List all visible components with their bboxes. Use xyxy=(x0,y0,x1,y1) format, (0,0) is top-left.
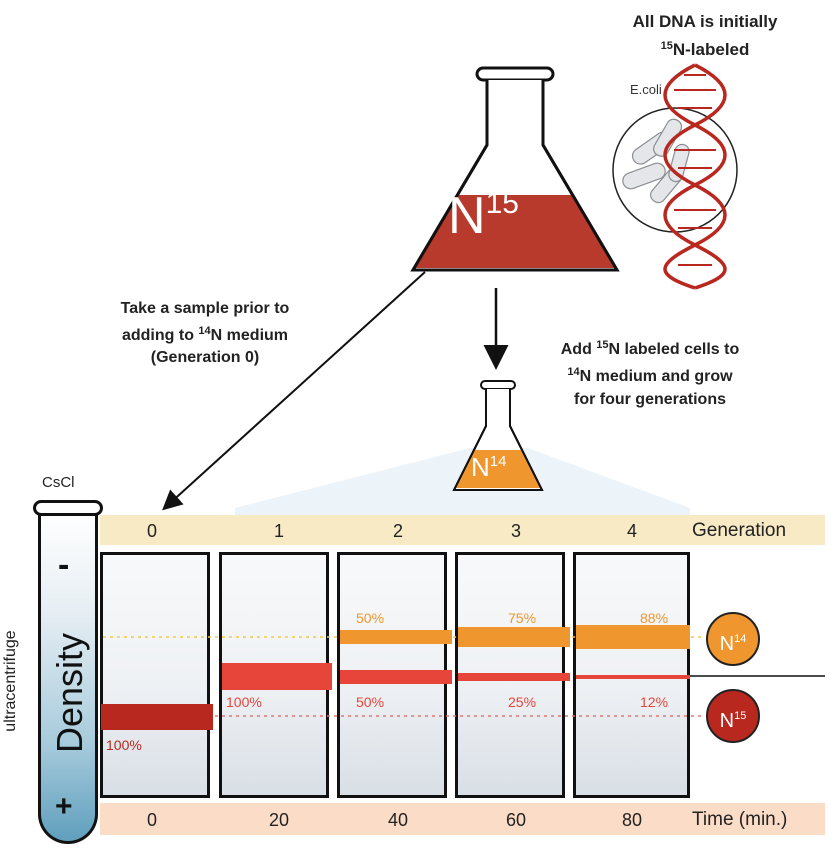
cscl-tube-lip xyxy=(33,500,103,516)
generation-1: 1 xyxy=(273,521,284,541)
cscl-tube xyxy=(38,514,98,844)
time-40: 40 xyxy=(387,810,409,830)
time-60: 60 xyxy=(505,810,527,830)
ecoli-label: E.coli xyxy=(630,82,662,97)
n14-flask-icon xyxy=(452,380,544,491)
density-label: Density xyxy=(49,632,90,754)
band-gen4-n14 xyxy=(576,625,690,649)
pct-gen3-n14: 75% xyxy=(508,610,537,626)
pct-gen2-hybrid: 50% xyxy=(356,694,385,710)
generation-strip xyxy=(100,515,825,545)
pct-gen3-hybrid: 25% xyxy=(508,694,537,710)
generation-3: 3 xyxy=(510,521,521,541)
plus-sign: + xyxy=(55,790,73,823)
ultracentrifuge-label: ultracentrifuge xyxy=(2,630,19,732)
n15-flask-icon xyxy=(410,66,620,272)
cscl-label: CsCl xyxy=(42,474,75,491)
tube-generation-0 xyxy=(100,552,210,798)
band-gen0-n15 xyxy=(101,704,213,730)
legend-n15-badge: N15 xyxy=(706,689,760,743)
legend-n14-badge: N14 xyxy=(706,612,760,666)
ecoli-dna-illustration xyxy=(612,63,738,290)
generation-2: 2 xyxy=(392,521,403,541)
time-80: 80 xyxy=(621,810,643,830)
generation-0: 0 xyxy=(146,521,157,541)
generation-label: Generation xyxy=(692,520,787,541)
band-gen3-n14 xyxy=(458,627,570,647)
time-0: 0 xyxy=(146,810,157,830)
header-text: All DNA is initially 15N-labeled xyxy=(575,10,835,62)
time-label: Time (min.) xyxy=(692,809,788,830)
right-note: Add 15N labeled cells to 14N medium and … xyxy=(560,339,740,408)
minus-sign: - xyxy=(58,546,70,584)
time-20: 20 xyxy=(268,810,290,830)
band-gen3-hybrid xyxy=(458,673,570,681)
band-gen2-n14 xyxy=(340,630,452,644)
pct-gen2-n14: 50% xyxy=(356,610,385,626)
n14-flask-label: N14 xyxy=(471,452,507,482)
header-line-1: All DNA is initially xyxy=(632,12,778,31)
band-gen4-hybrid xyxy=(576,675,690,679)
n15-flask-label: N15 xyxy=(448,187,519,245)
left-note: Take a sample prior to adding to 14N med… xyxy=(120,300,290,366)
header-line-2: 15N-labeled xyxy=(660,40,750,59)
pct-gen4-hybrid: 12% xyxy=(640,694,669,710)
band-gen1-hybrid xyxy=(222,663,332,690)
pct-gen4-n14: 88% xyxy=(640,610,669,626)
pct-gen0-n15: 100% xyxy=(106,737,142,753)
pct-gen1-hybrid: 100% xyxy=(226,694,262,710)
dna-helix-icon xyxy=(663,63,727,290)
arrow-to-generation-0 xyxy=(162,271,426,511)
band-gen2-hybrid xyxy=(340,670,452,684)
generation-4: 4 xyxy=(626,521,637,541)
time-strip xyxy=(100,803,825,835)
